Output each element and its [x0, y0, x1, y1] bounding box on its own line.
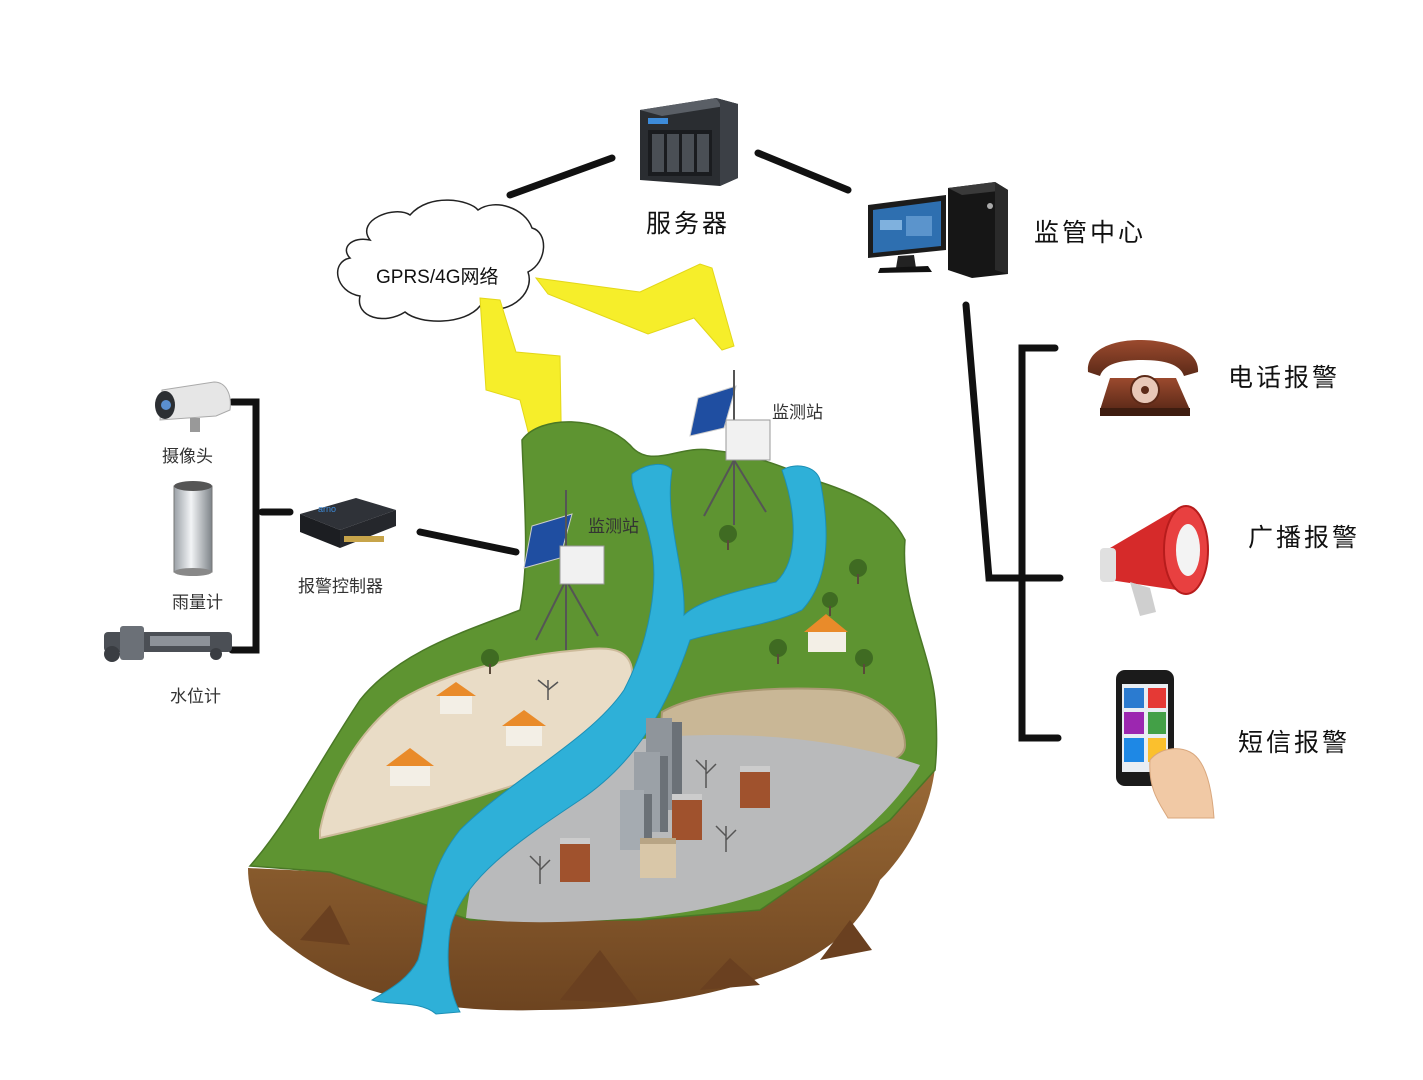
connection-lines [228, 149, 1064, 742]
server-label: 服务器 [646, 209, 731, 238]
station-1-label: 监测站 [588, 517, 639, 537]
bare-trees [529, 679, 737, 884]
station-2-label: 监测站 [772, 403, 823, 423]
houses [386, 614, 848, 786]
house [436, 682, 476, 714]
brick-building [560, 838, 590, 882]
house [804, 614, 848, 652]
bracket-alarms [1018, 344, 1062, 742]
line-server-center [754, 149, 852, 194]
city-buildings [560, 718, 770, 882]
rain-gauge-label: 雨量计 [172, 593, 223, 613]
line-controller-station [416, 528, 520, 556]
terrain-soil [248, 768, 935, 1011]
water-level-gauge-icon [104, 626, 232, 662]
svg-text:arno: arno [318, 504, 336, 514]
terrain-sand [319, 647, 634, 840]
lightning-bolt-right [534, 263, 735, 351]
server-icon [640, 98, 738, 186]
river [370, 464, 827, 1015]
trees [481, 525, 873, 674]
megaphone-icon [1100, 505, 1209, 616]
line-network-server [506, 154, 616, 199]
rain-gauge-icon [173, 481, 213, 576]
alarm-controller-icon: arno [300, 498, 396, 548]
brick-building [740, 766, 770, 808]
soil-rocks [300, 905, 872, 1004]
smartphone-icon [1116, 670, 1215, 819]
monitoring-station-1 [523, 490, 605, 650]
line-center-alarms [962, 301, 1064, 582]
office-building [640, 838, 676, 878]
bracket-sensors [228, 398, 260, 654]
computer-icon [868, 182, 1008, 278]
alarm-controller-label: 报警控制器 [298, 577, 383, 597]
house [386, 748, 434, 786]
house [502, 710, 546, 746]
brick-building [672, 794, 702, 840]
monitor-center-label: 监管中心 [1034, 218, 1147, 247]
telephone-icon [1087, 340, 1199, 416]
camera-icon [155, 381, 231, 432]
monitoring-station-2 [689, 370, 771, 525]
network-label: GPRS/4G网络 [376, 267, 499, 288]
sms-alarm-label: 短信报警 [1238, 728, 1351, 757]
broadcast-alarm-label: 广播报警 [1248, 523, 1361, 552]
phone-alarm-label: 电话报警 [1228, 363, 1341, 392]
camera-label: 摄像头 [162, 447, 213, 467]
water-level-label: 水位计 [170, 687, 221, 707]
network-cloud [336, 199, 545, 322]
